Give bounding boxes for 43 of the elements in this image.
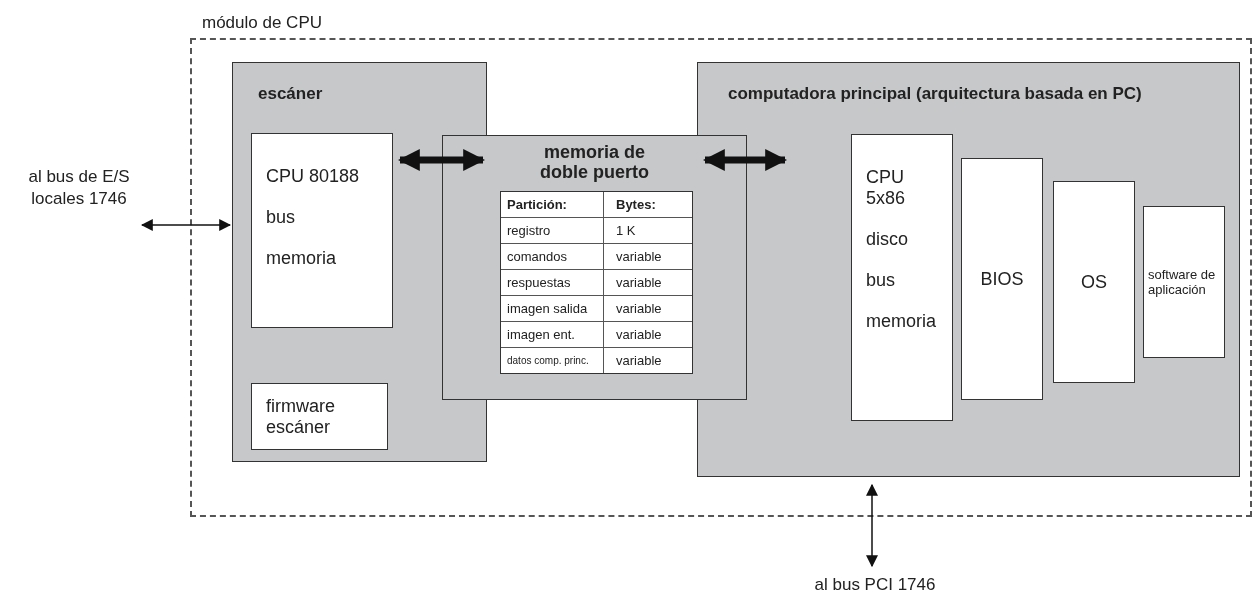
table-cell: imagen salida [501,296,604,321]
bus-label: al bus PCI 1746 [813,574,937,596]
memory-block [442,135,747,400]
component-box [251,133,393,328]
panel-heading: escáner [258,83,323,105]
table-cell: imagen ent. [501,322,604,347]
table-cell-text: variable [615,248,663,266]
bus-label: al bus de E/S locales 1746 [27,166,131,210]
table-cell-text: variable [615,326,663,344]
table-cell: registro [501,218,604,243]
table-cell-text: 1 K [615,222,637,240]
panel-heading: computadora principal (arquitectura basada en PC) [728,83,1142,105]
double-arrow [866,483,878,568]
table-cell-text: variable [615,274,663,292]
block-text: memoria [866,311,937,332]
component-box [1053,181,1135,383]
double-arrow [397,149,486,171]
component-box [851,134,953,421]
block-text: memoria [266,248,337,269]
panel [697,62,1240,477]
double-arrow [702,149,788,171]
block-text: BIOS [980,268,1024,290]
table-cell-text: Bytes: [615,196,657,214]
block-heading: memoria de doble puerto [539,142,650,182]
block-text: CPU 5x86 [866,167,907,209]
component-box [1143,206,1225,358]
block-text: CPU 80188 [266,166,361,187]
component-box [961,158,1043,400]
block-text: bus [866,270,897,291]
block-text: bus [266,207,297,228]
block-text: disco [866,229,910,250]
double-arrow [140,219,232,231]
table-cell: Partición: [501,192,604,217]
block-text: OS [1081,271,1107,293]
table-cell: datos comp. princ. [501,348,604,373]
table-cell-text: variable [615,300,663,318]
block-text: software de aplicación [1148,267,1217,297]
component-box [251,383,388,450]
table-cell: respuestas [501,270,604,295]
table-cell-text: variable [615,352,663,370]
block-text: firmware escáner [266,395,336,438]
table-cell: comandos [501,244,604,269]
module-title: módulo de CPU [202,12,322,34]
